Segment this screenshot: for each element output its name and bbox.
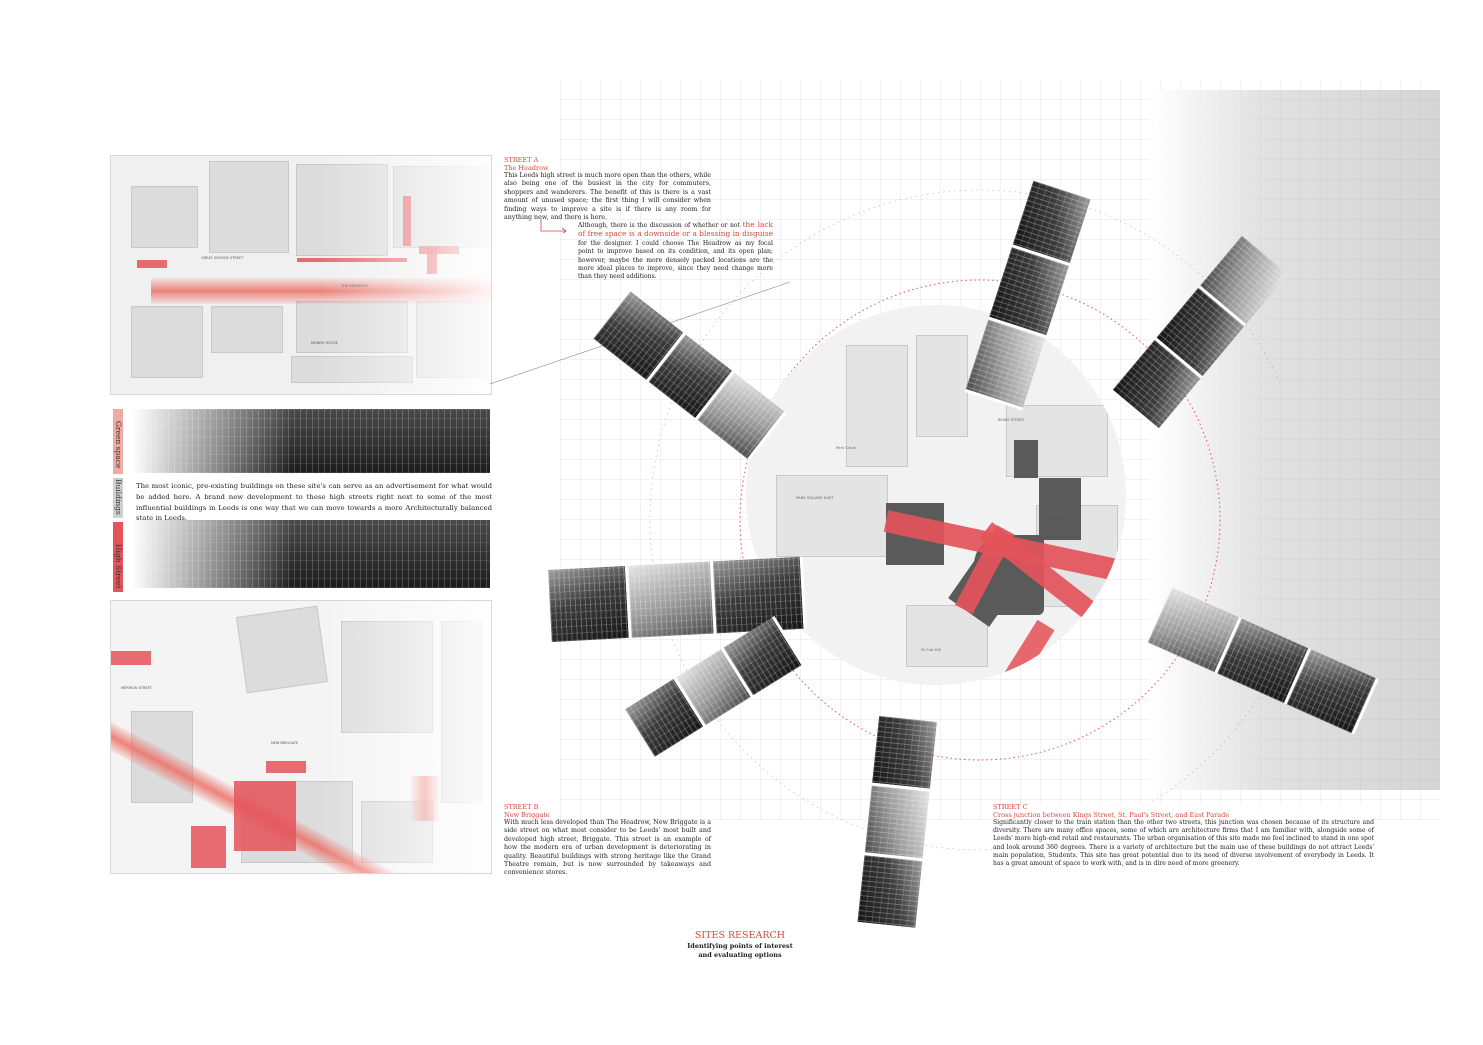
street-c-text: STREET C Cross junction between Kings St…	[993, 803, 1374, 869]
building-dark	[1014, 440, 1038, 478]
map-label: PARK SQUARE EAST	[796, 495, 834, 500]
highlight-text: the lack of free space is a downside or …	[578, 220, 773, 239]
map-label: St Cub Hill	[921, 647, 941, 652]
map-street-a: THE HEADROW GREAT GEORGE STREET MUNRO HO…	[110, 155, 492, 395]
map-label: Park Court	[836, 445, 856, 450]
footer-line-2: and evaluating options	[698, 950, 782, 959]
street-a-paragraph-1: This Leeds high street is much more open…	[504, 172, 711, 222]
map-label: Eaton Court	[1046, 510, 1069, 515]
street-b-text: STREET B New Briggate With much less dev…	[504, 803, 711, 878]
street-a-subtitle: The Headrow	[504, 164, 549, 172]
circle-guides	[649, 189, 1280, 851]
building-dark	[1039, 478, 1081, 540]
legend-buildings-label: Buildings	[114, 479, 123, 515]
map-street-b: NEW BRIGGATE MERRION STREET	[110, 600, 492, 874]
legend-green-space-label: Green space	[114, 421, 123, 469]
street-a-paragraph-2: Although, there is the discussion of whe…	[578, 220, 773, 282]
legend-high-street-swatch	[113, 522, 123, 592]
street-c-title: STREET C	[993, 803, 1028, 811]
para-2-text-end: for the designer. I could choose The Hea…	[578, 239, 773, 281]
street-c-paragraph: Significantly closer to the train statio…	[993, 819, 1374, 868]
street-a-title: STREET A	[504, 156, 539, 164]
footer-line-1: Identifying points of interest	[687, 942, 793, 950]
legend-green-space-swatch	[113, 409, 123, 474]
photo-strip-top	[132, 409, 490, 473]
para-2-text: Although, there is the discussion of whe…	[578, 222, 743, 229]
photo-strip-bottom	[132, 520, 490, 588]
map-label: BOND STREET	[998, 417, 1025, 422]
footer: SITES RESEARCH Identifying points of int…	[640, 930, 840, 959]
street-c-subtitle: Cross junction between Kings Street, St.…	[993, 811, 1230, 819]
street-b-paragraph: With much less developed than The Headro…	[504, 819, 711, 877]
street-a-text: STREET A The Headrow This Leeds high str…	[504, 156, 711, 222]
middle-text: The most iconic, pre-existing buildings …	[136, 482, 492, 523]
legend-high-street-label: High Street	[114, 544, 123, 589]
legend-buildings-swatch	[113, 478, 123, 518]
footer-title: SITES RESEARCH	[694, 930, 786, 941]
street-b-subtitle: New Briggate	[504, 811, 550, 819]
street-b-title: STREET B	[504, 803, 539, 811]
central-map: BOND STREET PARK SQUARE EAST Park Court …	[746, 305, 1126, 685]
